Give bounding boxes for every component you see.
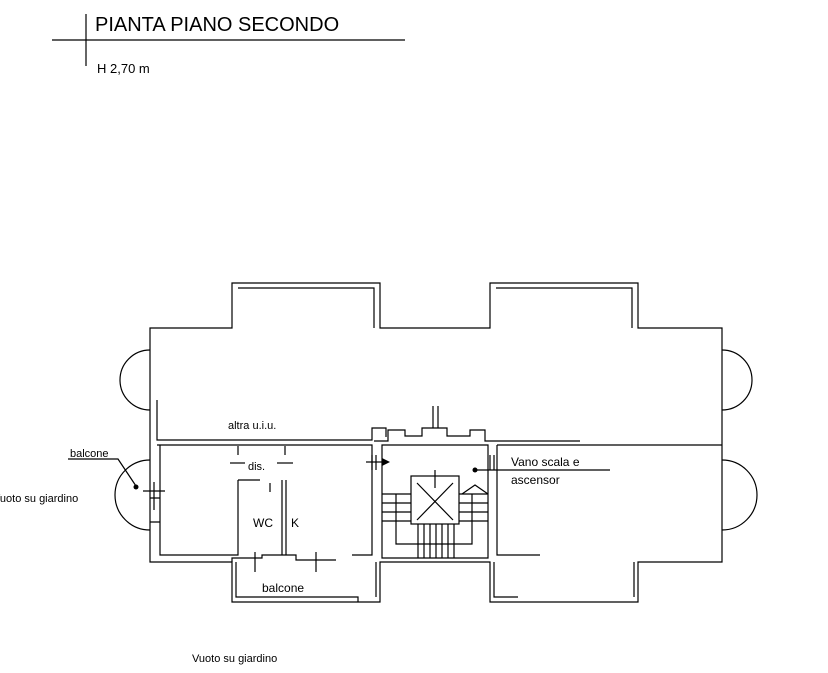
- floor-height: H 2,70 m: [97, 61, 150, 76]
- label-stair-2: ascensor: [511, 473, 560, 487]
- label-corridor: dis.: [248, 461, 265, 473]
- label-other-unit: altra u.i.u.: [228, 420, 276, 432]
- leaders: [68, 458, 610, 490]
- interior-walls: [143, 400, 722, 572]
- label-wc: WC: [253, 516, 273, 530]
- title-block: PIANTA PIANO SECONDO H 2,70 m: [52, 14, 405, 76]
- label-balcony-left: balcone: [70, 448, 109, 460]
- label-void-bottom: Vuoto su giardino: [192, 653, 277, 665]
- building-outline: [114, 282, 758, 603]
- plan-title: PIANTA PIANO SECONDO: [95, 14, 339, 36]
- label-balcony-bottom: balcone: [262, 581, 304, 595]
- label-kitchen: K: [291, 516, 299, 530]
- label-stair-1: Vano scala e: [511, 455, 580, 469]
- label-void-left: Vuoto su giardino: [0, 493, 78, 505]
